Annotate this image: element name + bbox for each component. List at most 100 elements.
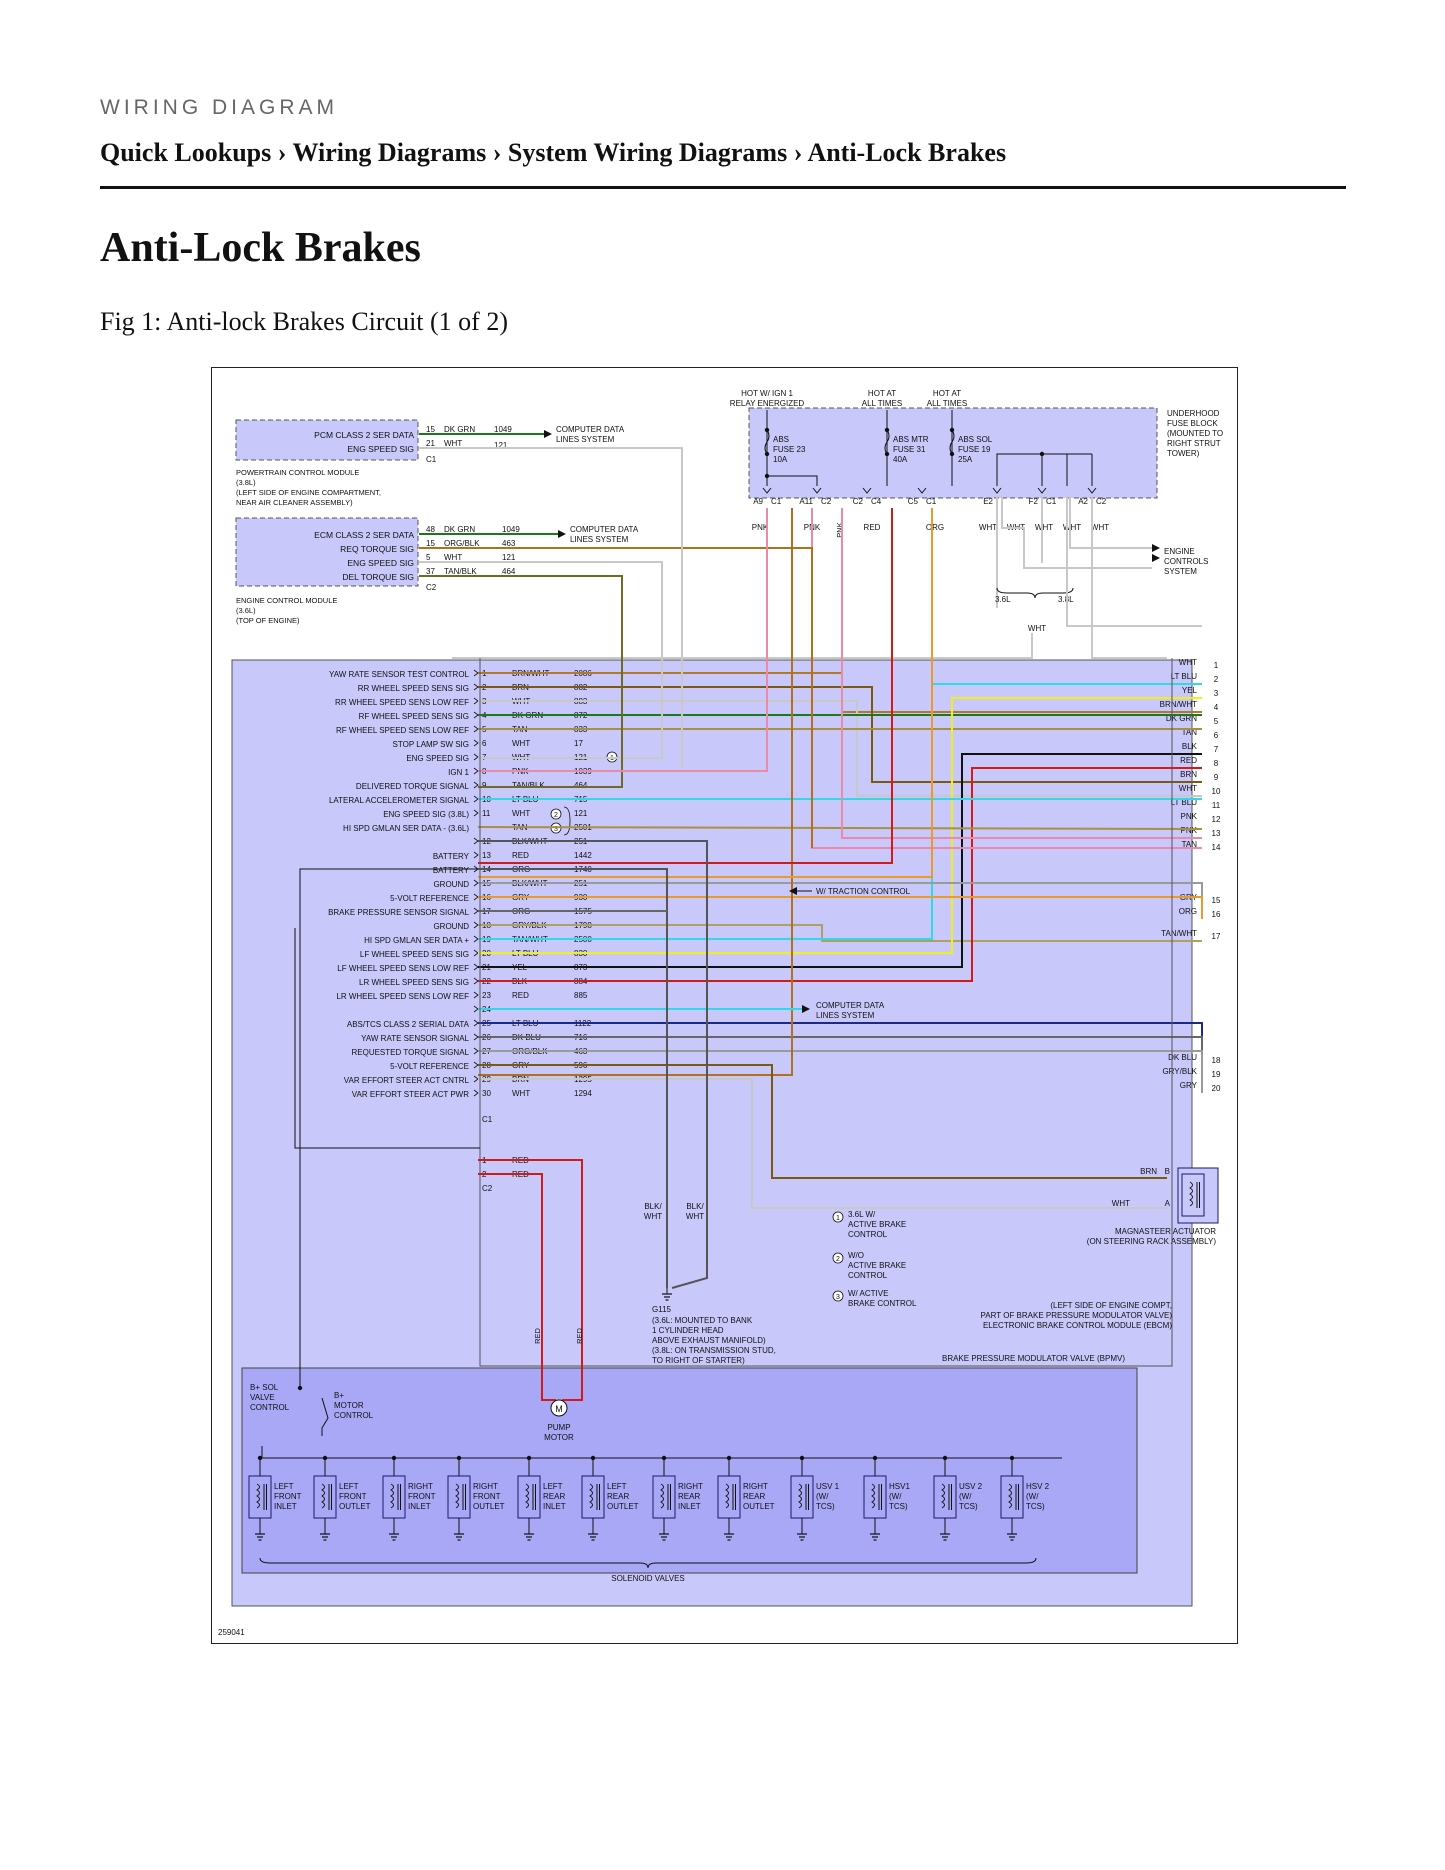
- breadcrumb-separator: ›: [793, 138, 803, 167]
- fuse-block-label: RIGHT STRUT: [1167, 439, 1221, 448]
- magnasteer-actuator-box: [1177, 1167, 1219, 1224]
- ebcm-signal-label: LF WHEEL SPEED SENS SIG: [360, 950, 469, 959]
- solenoid-coil-icon: [256, 1483, 260, 1509]
- page2-ref-number: 4: [1214, 703, 1219, 712]
- pcm-module-name: NEAR AIR CLEANER ASSEMBLY): [236, 498, 353, 507]
- note-marker-number: 3: [554, 826, 558, 833]
- ecm-circuit-number: 463: [502, 539, 516, 548]
- wire-tan: [477, 826, 1203, 830]
- page2-wire-color: PNK: [1181, 812, 1198, 821]
- connector-pin-icon: [473, 1089, 479, 1097]
- breadcrumb-item-quick-lookups[interactable]: Quick Lookups: [100, 138, 272, 167]
- solenoid-label: LEFT: [607, 1482, 627, 1491]
- diagram-note: ACTIVE BRAKE: [848, 1261, 906, 1270]
- page2-wire-color: RED: [1180, 756, 1197, 765]
- ecm-signal-label: ENG SPEED SIG: [347, 558, 414, 568]
- engine-split-label: 3.6L: [995, 595, 1011, 604]
- fuse-label: ABS MTR: [893, 435, 929, 444]
- wire-hidden: [452, 633, 1033, 659]
- ebcm-data-lines-label: LINES SYSTEM: [816, 1011, 875, 1020]
- ebcm-wire-color: WHT: [512, 1089, 530, 1098]
- solenoid-label: RIGHT: [408, 1482, 433, 1491]
- fuse-wire-label: RED: [864, 523, 881, 532]
- ebcm-signal-label: HI SPD GMLAN SER DATA +: [364, 936, 469, 945]
- ebcm-inner-outline: [479, 658, 1173, 1367]
- breadcrumb-item-anti-lock-brakes[interactable]: Anti-Lock Brakes: [807, 138, 1007, 167]
- wire-7a5a10: [478, 686, 1202, 783]
- connector-pin-icon: [862, 487, 872, 494]
- ebcm-signal-label: HI SPD GMLAN SER DATA - (3.6L): [343, 824, 469, 833]
- solenoid-label: REAR: [743, 1492, 765, 1501]
- hot-label: HOT AT: [933, 389, 961, 398]
- ebcm-wire-color: RED: [512, 991, 529, 1000]
- hot-label: ALL TIMES: [927, 399, 967, 408]
- fuse-pin-number: A11: [799, 497, 813, 506]
- solenoid-label: REAR: [607, 1492, 629, 1501]
- solenoid-label: INLET: [678, 1502, 701, 1511]
- breadcrumb-separator: ›: [277, 138, 287, 167]
- diagram-note: W/ ACTIVE: [848, 1289, 888, 1298]
- ebcm-circuit-number: 121: [574, 809, 588, 818]
- wire-tan-blk: [419, 575, 623, 788]
- wire-red: [478, 1159, 583, 1401]
- hot-label: HOT AT: [868, 389, 896, 398]
- page2-ref-number: 9: [1214, 773, 1219, 782]
- ebcm-pin-number: 11: [482, 809, 491, 818]
- splice-dot: [764, 451, 770, 457]
- page2-wire-color: GRY: [1180, 1081, 1198, 1090]
- page2-wire-color: DK GRN: [1166, 714, 1197, 723]
- fuse-pin-number: F2: [1029, 497, 1039, 506]
- fuse-connector-label: C2: [821, 497, 832, 506]
- solenoid-coil-icon: [525, 1483, 529, 1509]
- page2-ref-number: 11: [1212, 801, 1221, 810]
- magnasteer-pin: A: [1165, 1199, 1171, 1208]
- header-divider: [100, 186, 1346, 189]
- page-kicker: WIRING DIAGRAM: [100, 96, 338, 119]
- solenoid-coil-icon: [1008, 1483, 1012, 1509]
- connector-pin-icon: [473, 851, 479, 859]
- page2-wire-color: WHT: [1179, 658, 1197, 667]
- pcm-module-name: POWERTRAIN CONTROL MODULE: [236, 468, 359, 477]
- breadcrumb: Quick Lookups › Wiring Diagrams › System…: [100, 138, 1006, 168]
- arrow-icon: [558, 530, 566, 538]
- fuse-wire-label: ORG: [926, 523, 944, 532]
- ebcm-signal-label: YAW RATE SENSOR TEST CONTROL: [329, 670, 470, 679]
- pcm-pin-number: 15: [426, 425, 435, 434]
- sol-valve-control-label: CONTROL: [250, 1403, 290, 1412]
- solenoid-coil-icon: [321, 1483, 325, 1509]
- solenoid-label: (W/: [1026, 1492, 1039, 1501]
- note-marker-icon: [550, 808, 562, 820]
- solenoid-label: (W/: [959, 1492, 972, 1501]
- wire-pnk: [478, 508, 768, 772]
- ground-location: TO RIGHT OF STARTER): [652, 1356, 745, 1365]
- ebcm-signal-label: IGN 1: [448, 768, 469, 777]
- ebcm-signal-label: ABS/TCS CLASS 2 SERIAL DATA: [347, 1020, 470, 1029]
- ecm-module-name: (3.6L): [236, 606, 256, 615]
- ebcm-signal-label: GROUND: [433, 880, 469, 889]
- breadcrumb-item-wiring-diagrams[interactable]: Wiring Diagrams: [292, 138, 487, 167]
- switch-icon: [321, 1397, 329, 1436]
- solenoid-label: RIGHT: [743, 1482, 768, 1491]
- ebcm-circuit-number: 17: [574, 739, 583, 748]
- ebcm-signal-label: GROUND: [433, 922, 469, 931]
- arrow-icon: [1152, 544, 1160, 552]
- breadcrumb-item-system-wiring-diagrams[interactable]: System Wiring Diagrams: [507, 138, 788, 167]
- pump-motor-label: MOTOR: [544, 1433, 574, 1442]
- ebcm-signal-label: ENG SPEED SIG: [406, 754, 469, 763]
- page2-wire-color: TAN: [1182, 840, 1198, 849]
- ebcm-wire-color: TAN/BLK: [512, 781, 545, 790]
- page2-wire-color: LT BLU: [1171, 672, 1198, 681]
- solenoid-label: INLET: [274, 1502, 297, 1511]
- pcm-module-name: (LEFT SIDE OF ENGINE COMPARTMENT,: [236, 488, 381, 497]
- solenoid-label: RIGHT: [678, 1482, 703, 1491]
- wire-wht: [1069, 496, 1152, 549]
- connector-pin-icon: [473, 809, 479, 817]
- ebcm-label: PART OF BRAKE PRESSURE MODULATOR VALVE): [981, 1311, 1173, 1320]
- fuse-label: FUSE 19: [958, 445, 991, 454]
- pcm-circuit-number: 1049: [494, 425, 512, 434]
- ground-location: 1 CYLINDER HEAD: [652, 1326, 724, 1335]
- connector-pin-icon: [812, 487, 822, 494]
- wire-org-blk: [478, 508, 793, 1076]
- connector-pin-icon: [1037, 487, 1047, 494]
- fuse-connector-label: C1: [926, 497, 937, 506]
